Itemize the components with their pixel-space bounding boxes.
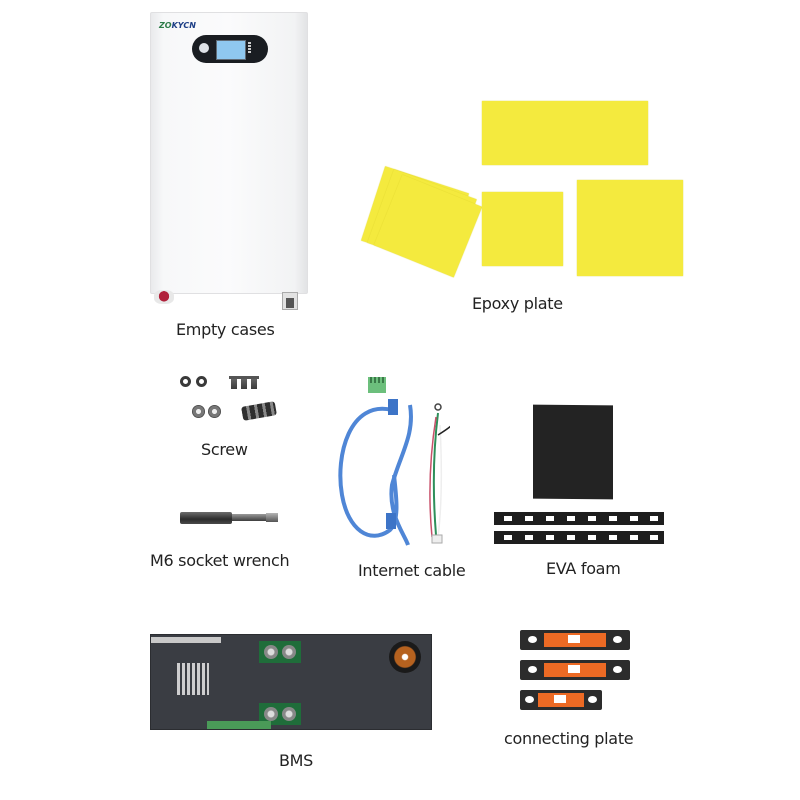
label-m6-socket-wrench: M6 socket wrench [150,551,290,570]
connector-strip [207,721,271,729]
terminal-block-bottom [259,703,301,725]
logo-part-a: ZO [159,21,172,30]
label-bms: BMS [279,751,314,770]
pin-header [151,637,221,643]
bms-board [150,634,432,730]
label-connecting-plate: connecting plate [504,729,634,748]
brand-logo: ZOKYCN [159,21,196,30]
status-leds [248,41,258,57]
control-panel [192,35,268,63]
nut-icon [208,405,221,418]
washer-icon [196,376,207,387]
label-internet-cable: Internet cable [358,561,466,580]
battery-cabinet-image: ZOKYCN [150,12,308,294]
eva-foam-strip [494,512,664,525]
eva-foam-strip [494,531,664,544]
terminal-block-top [259,641,301,663]
eva-foam-sheet [533,404,613,500]
cable-illustration [338,399,450,546]
label-screw: Screw [201,440,248,459]
connecting-plate-1 [520,630,630,650]
logo-part-b: KYCN [171,21,196,30]
nut-icon [192,405,205,418]
socket-wrench-tip [266,513,278,522]
terminal-header-icon [368,377,386,393]
caster-wheel-right [282,292,298,310]
epoxy-plate-large [577,180,683,276]
socket-wrench-shaft [232,514,268,521]
qr-code [177,663,209,695]
bolt-icon [239,376,249,389]
epoxy-plate-wide [482,101,648,165]
bolt-icon [249,376,259,389]
label-eva-foam: EVA foam [546,559,621,578]
label-epoxy-plate: Epoxy plate [472,294,563,313]
epoxy-plate-square [482,192,563,266]
screw-set-icon [241,401,277,421]
washer-icon [180,376,191,387]
label-empty-cases: Empty cases [176,320,275,339]
connecting-plate-3 [520,690,602,710]
lcd-screen [216,40,246,60]
socket-wrench-body [180,512,232,524]
power-button-icon [199,43,209,53]
toroid-coil [389,641,421,673]
bolt-icon [229,376,239,389]
connecting-plate-2 [520,660,630,680]
caster-wheel-left [154,290,174,304]
